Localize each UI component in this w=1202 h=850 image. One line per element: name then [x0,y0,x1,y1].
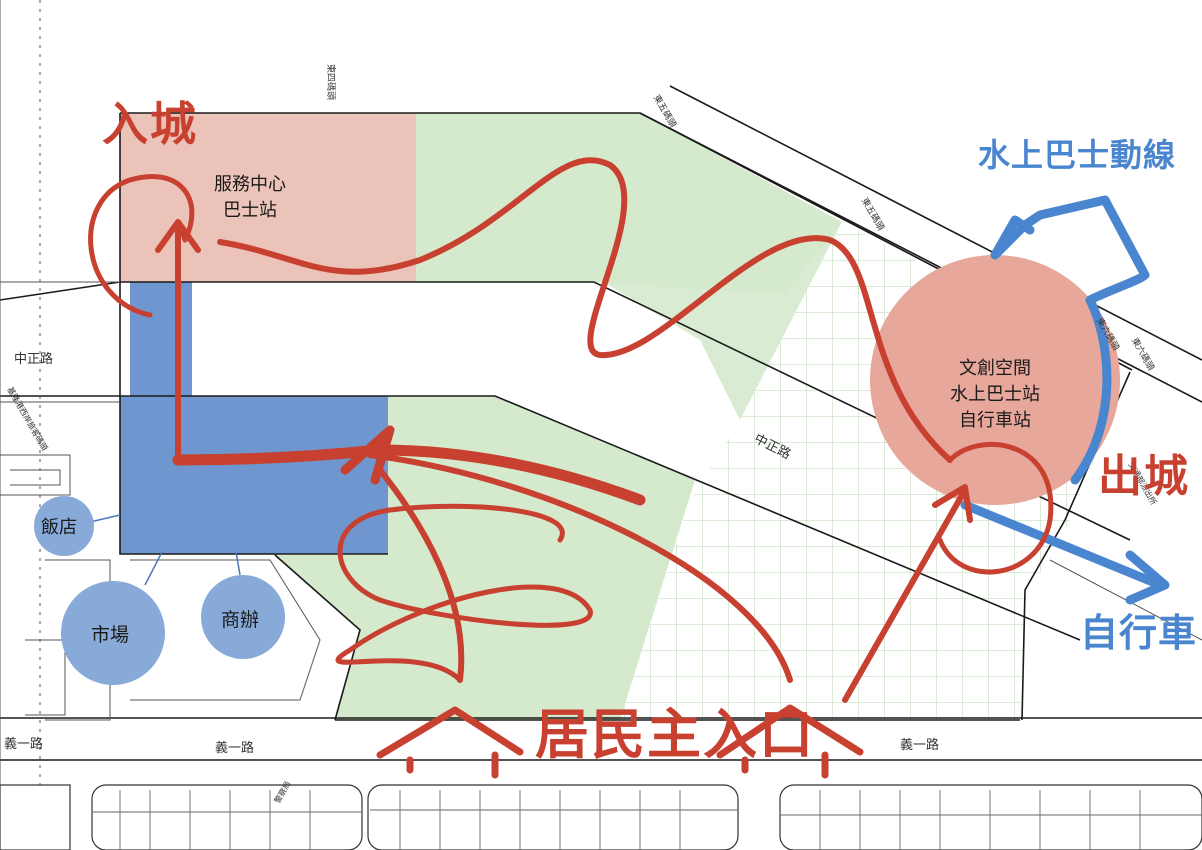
route-zigzag [335,503,593,683]
market-label: 市場 [91,624,130,646]
entrance-arrow-left [376,706,524,779]
culture-hub-line-2: 水上巴士站 [950,384,1040,405]
route-main-curve [217,157,953,463]
hotel-label: 飯店 [41,517,77,538]
entrance-arrow-right [716,704,864,779]
blue-strip [130,282,192,397]
street-label-yiyi-3: 義一路 [900,738,940,753]
street-label-zhongzheng-west: 中正路 [14,352,54,367]
service-center-label: 服務中心 巴士站 [214,172,286,224]
office-label: 商辦 [221,609,260,631]
bicycle-route [960,500,1165,590]
street-label-yiyi-2: 義一路 [215,741,255,756]
bicycle-label: 自行車 [1080,611,1198,655]
blue-block [120,396,388,554]
water-bus-route-label: 水上巴士動線 [978,136,1177,174]
resident-entrance-label: 居民主入口 [535,703,815,766]
culture-hub-label: 文創空間 水上巴士站 自行車站 [935,356,1055,434]
water-bus-route [990,195,1150,485]
street-label-yiyi-1: 義一路 [4,737,44,752]
service-center-line-2: 巴士站 [223,200,277,221]
culture-hub-line-3: 自行車站 [959,410,1031,431]
route-diagonal-right [367,452,793,683]
exit-city-label: 出城 [1098,451,1190,502]
culture-hub-line-1: 文創空間 [959,358,1031,379]
green-zone-mid [600,222,842,420]
street-label-north-1: 東四碼頭 [325,64,335,101]
green-zone-north [416,113,842,295]
route-entry-loop [88,173,195,318]
green-zone-south [275,396,695,720]
enter-city-label: 入城 [102,97,198,151]
route-diagonal-left [377,467,465,683]
service-center-line-1: 服務中心 [214,174,286,195]
hub-loop [937,441,1054,575]
route-to-hub [842,487,968,703]
